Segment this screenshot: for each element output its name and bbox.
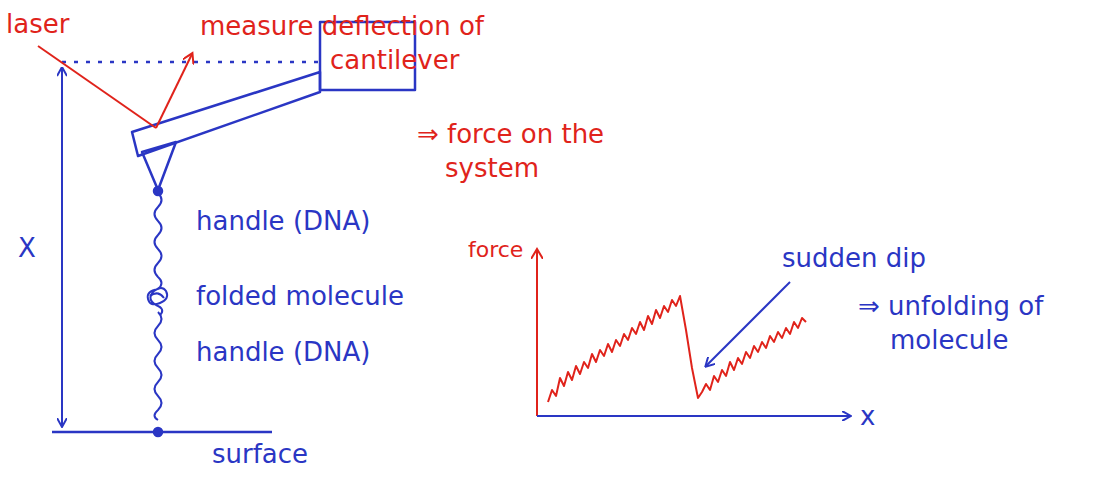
force-graph (537, 250, 850, 416)
part-label: folded molecule (196, 280, 404, 314)
laser-beam (38, 46, 192, 128)
part-label: handle (DNA) (196, 336, 370, 370)
dimension-label: X (18, 232, 36, 266)
axis-label: x (860, 400, 875, 434)
surface (52, 428, 272, 436)
result-note: ⇒ force on the system (445, 118, 610, 186)
callout-note: ⇒ unfolding of molecule (890, 290, 1080, 358)
part-label: surface (212, 438, 308, 472)
beam-label: laser (6, 8, 69, 42)
axis-label: force (468, 236, 523, 265)
part-label: handle (DNA) (196, 205, 370, 239)
distance-arrow (61, 68, 63, 426)
folded-molecule (148, 288, 167, 315)
instrument-note: measure deflection of cantilever (330, 10, 560, 78)
callout-note: sudden dip (782, 242, 926, 276)
